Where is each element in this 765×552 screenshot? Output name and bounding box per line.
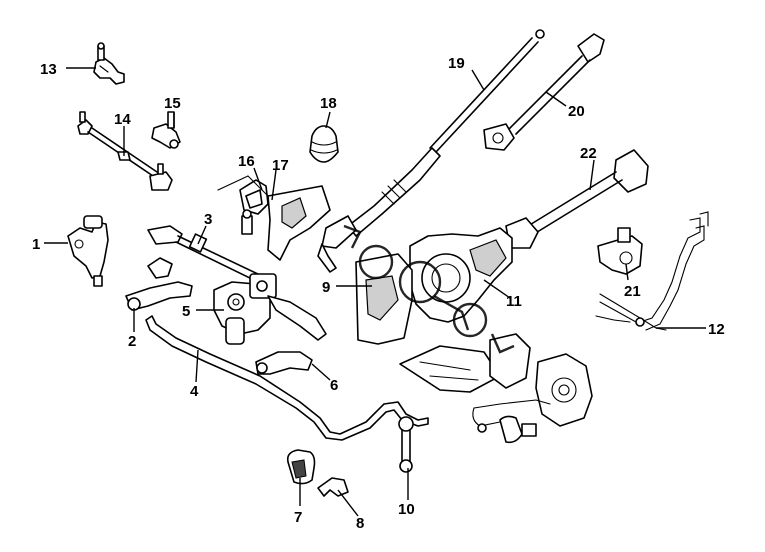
callout-15: 15	[164, 95, 181, 112]
callout-13: 13	[40, 61, 57, 78]
callout-5: 5	[182, 303, 190, 320]
part-10-stabilizer-link	[398, 416, 414, 473]
part-7-bushing	[286, 449, 316, 485]
callout-11: 11	[506, 293, 522, 310]
callout-2: 2	[128, 333, 136, 350]
part-12-brake-lines	[595, 211, 709, 331]
callout-14: 14	[114, 111, 131, 128]
part-4-stabilizer-bar	[145, 315, 429, 441]
callout-10: 10	[398, 501, 415, 518]
part-14-tie-rod	[77, 111, 173, 191]
callout-1: 1	[32, 236, 40, 253]
callout-6: 6	[330, 377, 338, 394]
skid-plate	[399, 345, 501, 393]
callout-22: 22	[580, 145, 597, 162]
callout-17: 17	[272, 157, 289, 174]
part-6-arm	[255, 351, 313, 375]
callout-4: 4	[190, 383, 199, 400]
callout-7: 7	[294, 509, 302, 526]
part-8-clamp	[317, 477, 349, 497]
callout-16: 16	[238, 153, 255, 170]
part-19-drive-shaft	[317, 29, 545, 273]
part-2-idler-arm	[125, 257, 193, 311]
part-21-bracket	[597, 227, 643, 275]
callout-19: 19	[448, 55, 465, 72]
leader-lines	[44, 67, 706, 517]
hub-assembly	[472, 333, 593, 444]
callout-20: 20	[568, 103, 585, 120]
watermark	[343, 224, 515, 354]
callout-21: 21	[624, 283, 641, 300]
part-18-rubber-boot	[309, 125, 339, 163]
callout-3: 3	[204, 211, 212, 228]
part-11-differential	[355, 227, 513, 345]
callout-12: 12	[708, 321, 725, 338]
callout-labels: 13 14 15 1 2 3 4 5 6 7 8 9 10 11 12 16 1…	[32, 55, 725, 532]
part-15-ball-joint	[151, 111, 181, 149]
callout-18: 18	[320, 95, 337, 112]
part-22-rear-shaft	[505, 149, 649, 249]
part-1-knuckle	[67, 215, 109, 287]
callout-8: 8	[356, 515, 364, 532]
part-5-steering-gear	[213, 273, 327, 345]
callout-9: 9	[322, 279, 330, 296]
part-20-propeller-shaft	[483, 33, 605, 151]
part-13-tie-rod-end	[93, 42, 125, 85]
